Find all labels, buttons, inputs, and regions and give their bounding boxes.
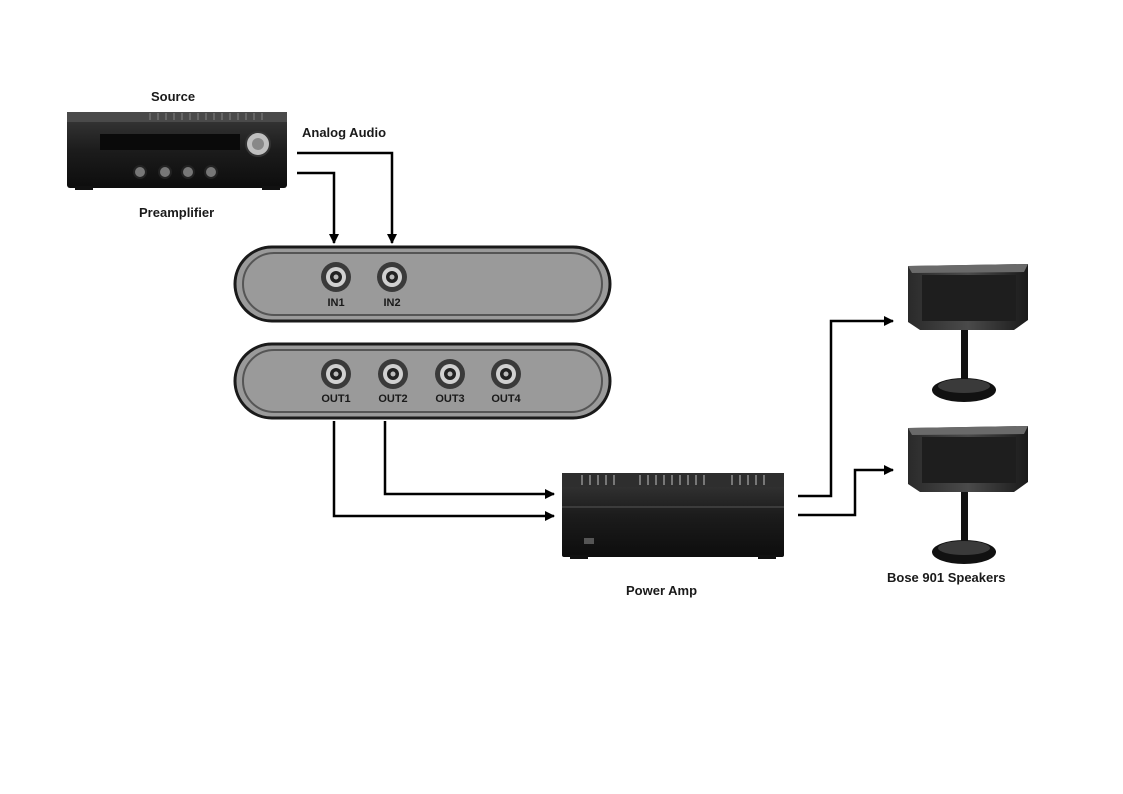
preamp-knob-4 [204, 165, 218, 179]
jack-out1 [321, 359, 351, 389]
wire-preamp-to-in1 [297, 171, 339, 244]
source-label: Source [151, 89, 196, 104]
jack-label-out1: OUT1 [321, 393, 351, 405]
jack-label-out3: OUT3 [435, 393, 465, 405]
jack-out3 [435, 359, 465, 389]
preamp-vents [149, 113, 263, 120]
power-amp-label: Power Amp [626, 583, 698, 598]
jack-label-in2: IN2 [383, 297, 401, 309]
jack-out2 [378, 359, 408, 389]
speakers-label: Bose 901 Speakers [887, 570, 1006, 585]
preamplifier-device [67, 112, 287, 190]
wire-out1-to-amp [332, 421, 555, 521]
input-switcher [233, 245, 612, 323]
jack-label-in1: IN1 [327, 297, 345, 309]
jack-label-out4: OUT4 [491, 393, 521, 405]
speaker-top [908, 264, 1028, 402]
preamplifier-label: Preamplifier [139, 205, 215, 220]
wire-out2-to-amp [383, 421, 555, 499]
connections [297, 151, 894, 521]
jack-in1 [321, 262, 351, 292]
preamp-knob-3 [181, 165, 195, 179]
jack-in2 [377, 262, 407, 292]
wire-amp-to-speaker-top [798, 316, 894, 498]
jack-label-out2: OUT2 [378, 393, 408, 405]
wire-amp-to-speaker-bottom [798, 465, 894, 517]
power-amp-device [562, 473, 784, 559]
preamp-knob-2 [158, 165, 172, 179]
speaker-bottom [908, 426, 1028, 564]
jack-out4 [491, 359, 521, 389]
preamp-knob-1 [133, 165, 147, 179]
wire-preamp-to-in2 [297, 151, 397, 244]
analog-audio-label: Analog Audio [302, 125, 387, 140]
power-amp-vents [581, 475, 765, 485]
output-splitter [233, 342, 612, 420]
